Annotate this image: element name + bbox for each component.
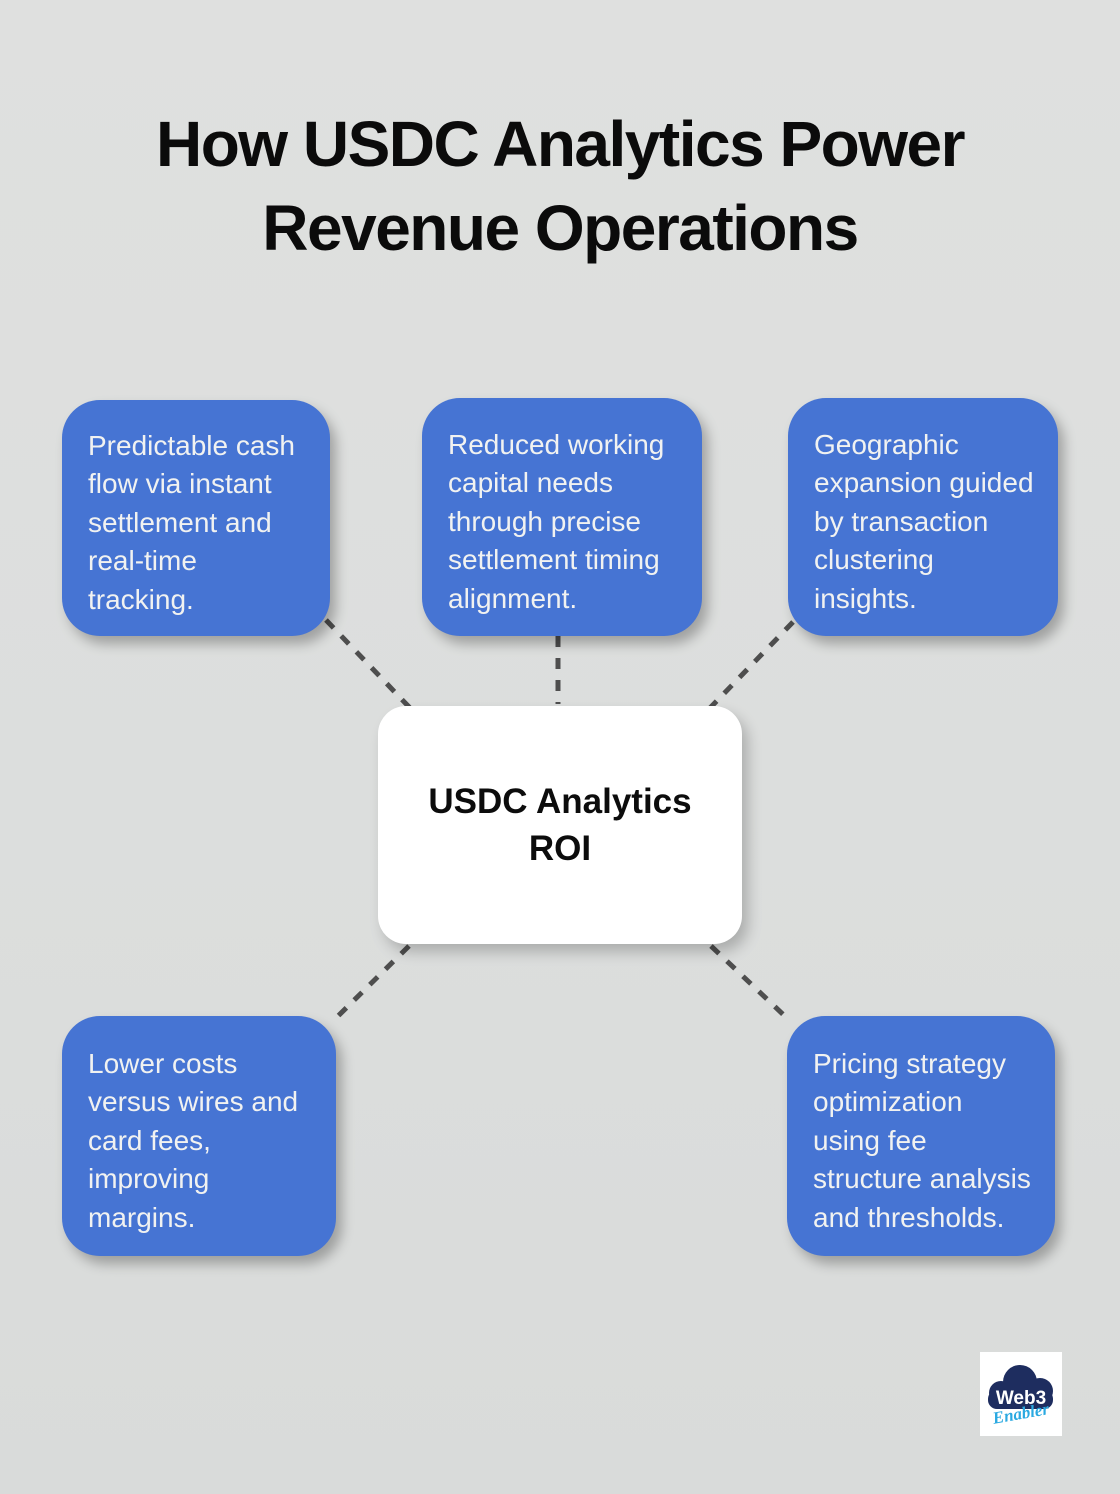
text-line: expansion guided <box>814 467 1034 499</box>
text-line: settlement timing <box>448 544 660 576</box>
connector-top-left <box>324 618 412 710</box>
benefit-node-text: Pricing strategy optimization using fee str… <box>813 1045 1033 1238</box>
text-line: using fee <box>813 1124 927 1156</box>
cloud-logo-icon: Web3 Enabler <box>988 1365 1053 1428</box>
text-line: by transaction <box>814 505 989 537</box>
benefit-node-reduced-working-capital: Reduced working capital needs through prec… <box>422 398 702 636</box>
text-line: ROI <box>528 829 592 868</box>
text-line: USDC Analytics <box>428 782 692 821</box>
benefit-node-text: Predictable cash flow via instant settleme… <box>88 427 308 620</box>
connector-bottom-right <box>709 944 791 1022</box>
text-line: Geographic <box>814 428 959 460</box>
text-line: insights. <box>814 582 917 614</box>
text-line: Revenue Operations <box>262 192 859 264</box>
text-line: real-time <box>88 545 197 577</box>
text-line: settlement and <box>88 506 272 538</box>
text-line: versus wires and <box>88 1086 299 1118</box>
text-line: and thresholds. <box>813 1201 1005 1233</box>
text-line: margins. <box>88 1201 196 1233</box>
text-line: structure analysis <box>813 1163 1031 1195</box>
text-line: capital needs <box>448 467 614 499</box>
text-line: Pricing strategy <box>813 1047 1006 1079</box>
connector-bottom-left <box>332 944 411 1022</box>
web3-enabler-logo: Web3 Enabler <box>980 1352 1062 1436</box>
text-line: alignment. <box>448 582 578 614</box>
text-line: Lower costs <box>88 1047 238 1079</box>
text-line: through precise <box>448 505 642 537</box>
text-line: Reduced working <box>448 428 665 460</box>
text-line: Predictable cash <box>88 429 296 461</box>
benefit-node-text: Lower costs versus wires and card fees, imp… <box>88 1045 314 1238</box>
benefit-node-text: Geographic expansion guided by transaction… <box>814 426 1036 619</box>
text-line: How USDC Analytics Power <box>155 108 966 180</box>
text-line: clustering <box>814 544 934 576</box>
text-line: tracking. <box>88 583 194 615</box>
text-line: improving <box>88 1163 210 1195</box>
text-line: optimization <box>813 1086 963 1118</box>
logo-word-web3: Web3 <box>996 1388 1046 1409</box>
benefit-node-predictable-cash-flow: Predictable cash flow via instant settleme… <box>62 400 330 636</box>
connector-top-right <box>708 620 795 710</box>
benefit-node-text: Reduced working capital needs through prec… <box>448 426 680 619</box>
benefit-node-pricing-strategy: Pricing strategy optimization using fee str… <box>787 1016 1055 1256</box>
text-line: card fees, <box>88 1124 211 1156</box>
benefit-node-geographic-expansion: Geographic expansion guided by transaction… <box>788 398 1058 636</box>
text-line: flow via instant <box>88 468 272 500</box>
benefit-node-lower-costs: Lower costs versus wires and card fees, imp… <box>62 1016 336 1256</box>
